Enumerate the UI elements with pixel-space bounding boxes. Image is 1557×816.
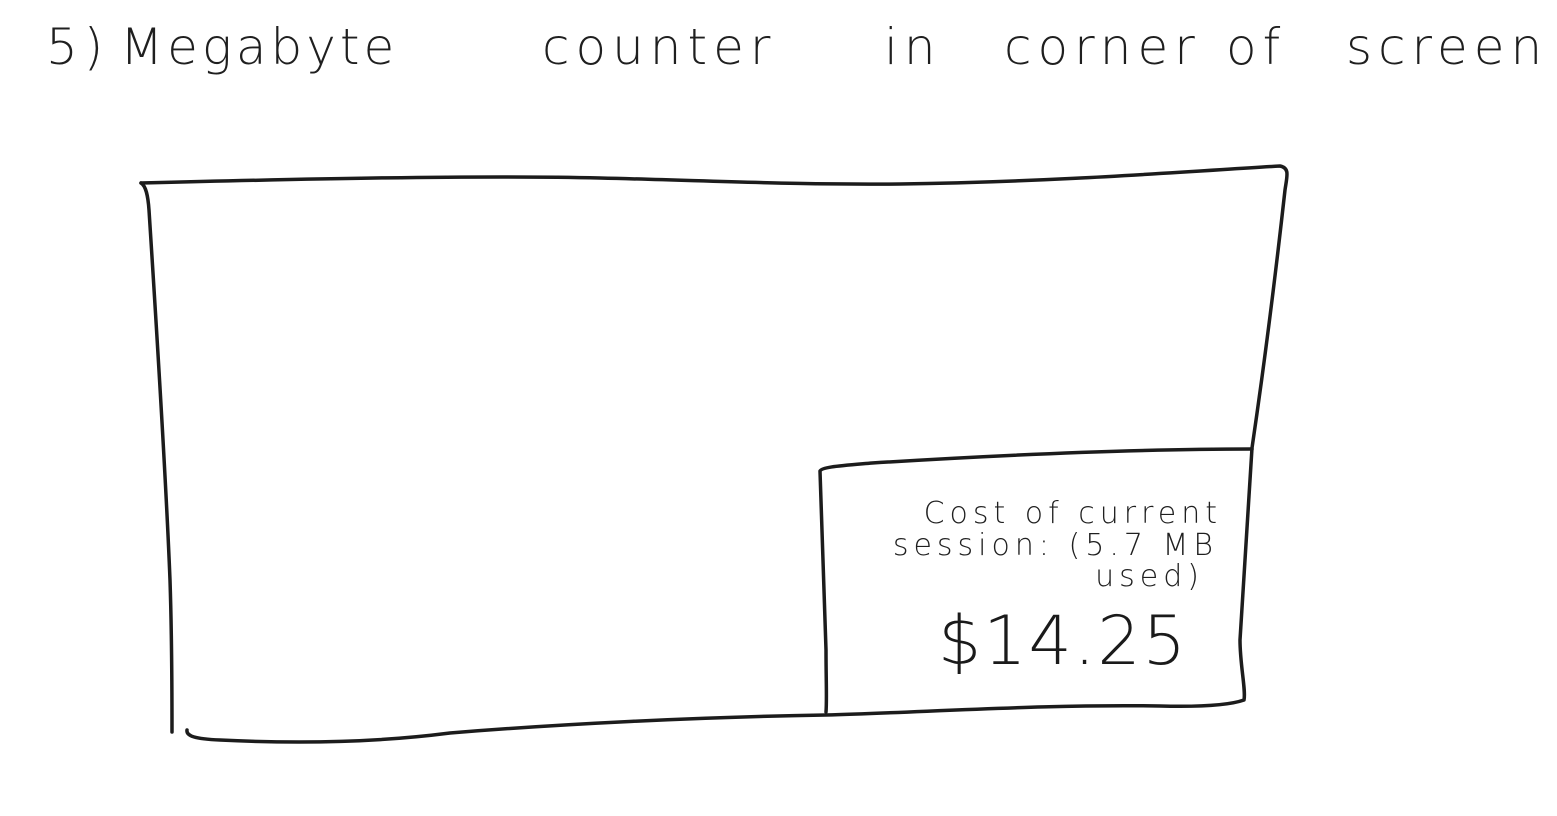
counter-label-line3: used) — [1095, 559, 1204, 594]
title-word-of: of — [1226, 18, 1287, 76]
title-word-screen: screen — [1346, 18, 1549, 76]
counter-label-line1: Cost of current — [923, 496, 1222, 531]
title-number: 5) — [46, 18, 110, 76]
counter-label-line2: session: (5.7 MB — [892, 527, 1218, 563]
title-word-in: in — [884, 18, 942, 76]
title-word-megabyte: Megabyte — [120, 18, 399, 76]
title-word-counter: counter — [542, 18, 777, 76]
session-cost-amount: $14.25 — [938, 602, 1188, 681]
counter-panel-outline — [818, 447, 1254, 714]
title-word-corner: corner — [1004, 18, 1201, 76]
screen-left-edge — [139, 181, 174, 734]
megabyte-counter-label: Cost of current session: (5.7 MB used) — [858, 498, 1248, 593]
